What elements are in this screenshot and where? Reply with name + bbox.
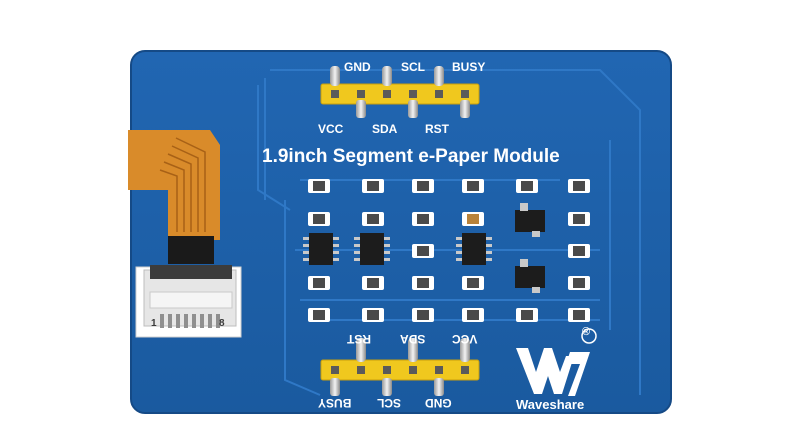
silk-label-sda-bottom: SDA (400, 332, 426, 346)
silk-label-gnd-top: GND (344, 60, 371, 74)
registered-mark: ® (582, 326, 591, 338)
flex-cable (128, 130, 220, 264)
top-pin-header (320, 66, 480, 118)
silk-label-scl-bottom: SCL (377, 396, 401, 410)
module-title: 1.9inch Segment e-Paper Module (262, 146, 560, 167)
silk-label-gnd-bottom: GND (425, 396, 452, 410)
ic-chips (303, 203, 545, 293)
brand-name: Waveshare (516, 397, 585, 412)
silk-label-busy-top: BUSY (452, 60, 486, 74)
connector-pin-first-label: 1 (151, 318, 157, 329)
silk-label-scl-top: SCL (401, 60, 425, 74)
silk-label-rst-bottom: RST (347, 332, 371, 346)
smd-components (308, 179, 590, 322)
bottom-pin-header (320, 338, 480, 396)
connector-pin-last-label: 8 (219, 318, 225, 329)
silk-label-sda-top: SDA (372, 122, 398, 136)
waveshare-logo-icon (516, 328, 597, 396)
silk-label-vcc-top: VCC (318, 122, 344, 136)
fpc-connector (135, 265, 242, 338)
silk-label-rst-top: RST (425, 122, 449, 136)
silk-label-busy-bottom: BUSY (318, 396, 352, 410)
silk-label-vcc-bottom: VCC (452, 332, 478, 346)
